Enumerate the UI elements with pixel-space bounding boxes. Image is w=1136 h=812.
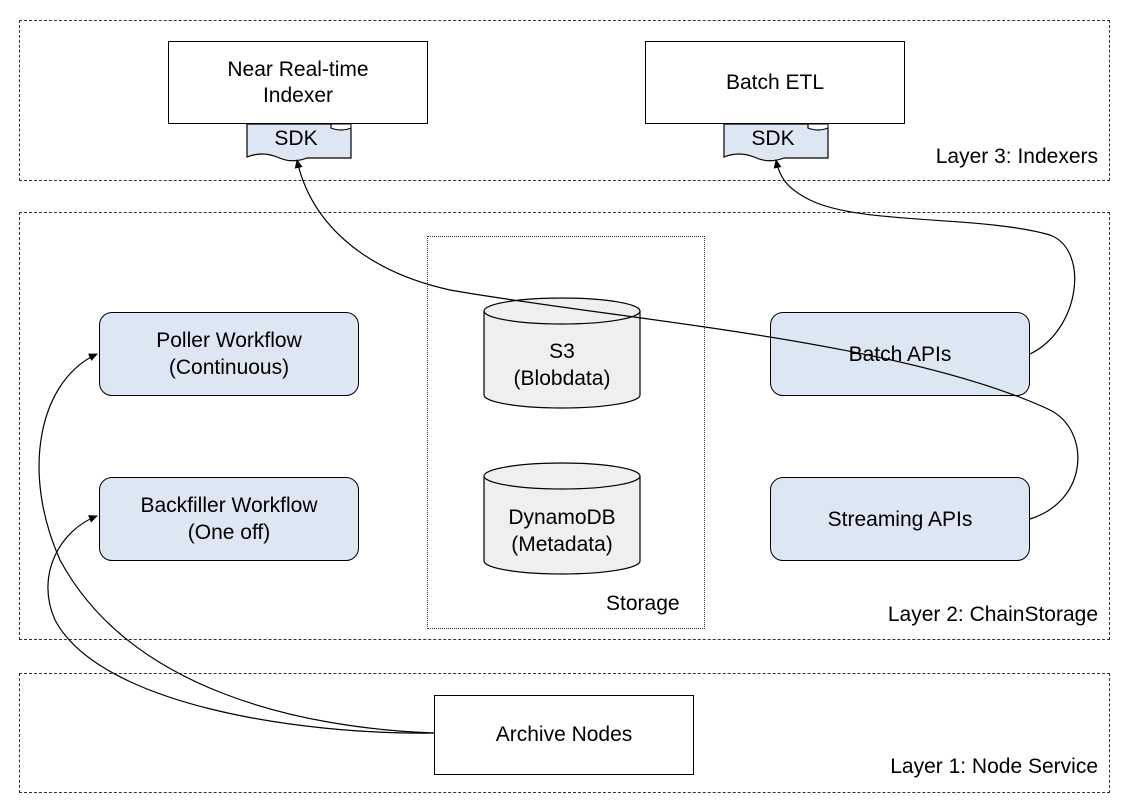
s3-label: S3 (Blobdata) [484, 338, 640, 392]
layer-1-node-service [19, 673, 1110, 793]
layer-2-label: Layer 2: ChainStorage [887, 603, 1098, 626]
backfiller-workflow-line2: (One off) [187, 521, 271, 544]
backfiller-workflow-box: Backfiller Workflow (One off) [99, 477, 359, 561]
backfiller-workflow-line1: Backfiller Workflow [140, 494, 318, 517]
poller-workflow-line2: (Continuous) [168, 356, 290, 379]
batch-apis-label: Batch APIs [848, 342, 952, 366]
poller-workflow-box: Poller Workflow (Continuous) [99, 312, 359, 396]
s3-label-line1: S3 [549, 340, 575, 363]
streaming-apis-box: Streaming APIs [770, 477, 1030, 561]
archive-nodes-label: Archive Nodes [495, 723, 633, 746]
dynamodb-label-line2: (Metadata) [511, 533, 613, 556]
dynamodb-label: DynamoDB (Metadata) [484, 504, 640, 558]
layer-3-label: Layer 3: Indexers [935, 145, 1098, 168]
batch-etl-box: Batch ETL [645, 41, 905, 124]
batch-etl-label: Batch ETL [725, 70, 825, 94]
poller-workflow-line1: Poller Workflow [156, 329, 302, 352]
storage-label: Storage [606, 592, 680, 615]
s3-label-line2: (Blobdata) [513, 367, 611, 390]
dynamodb-label-line1: DynamoDB [508, 506, 616, 529]
dynamodb-cylinder-icon [483, 462, 641, 575]
sdk-right-label: SDK [751, 127, 795, 150]
arrow-streaming-apis-to-realtime-sdk [294, 159, 1079, 520]
batch-apis-box: Batch APIs [770, 312, 1030, 396]
archive-nodes-box: Archive Nodes [434, 695, 694, 775]
arrow-archive-to-backfiller [47, 515, 435, 734]
layer-1-label: Layer 1: Node Service [890, 755, 1098, 778]
near-realtime-indexer-line2: Indexer [262, 83, 334, 107]
near-realtime-indexer-box: Near Real-time Indexer [168, 41, 428, 124]
layer-3-indexers [19, 20, 1110, 181]
streaming-apis-label: Streaming APIs [827, 507, 973, 531]
near-realtime-indexer-line1: Near Real-time [227, 57, 369, 81]
arrow-batch-apis-to-batch-sdk [773, 159, 1076, 355]
storage-group [427, 236, 705, 629]
sdk-left-label: SDK [274, 127, 318, 150]
s3-cylinder-icon [483, 297, 641, 409]
layer-2-chainstorage [19, 212, 1110, 640]
arrow-archive-to-poller [38, 353, 435, 734]
